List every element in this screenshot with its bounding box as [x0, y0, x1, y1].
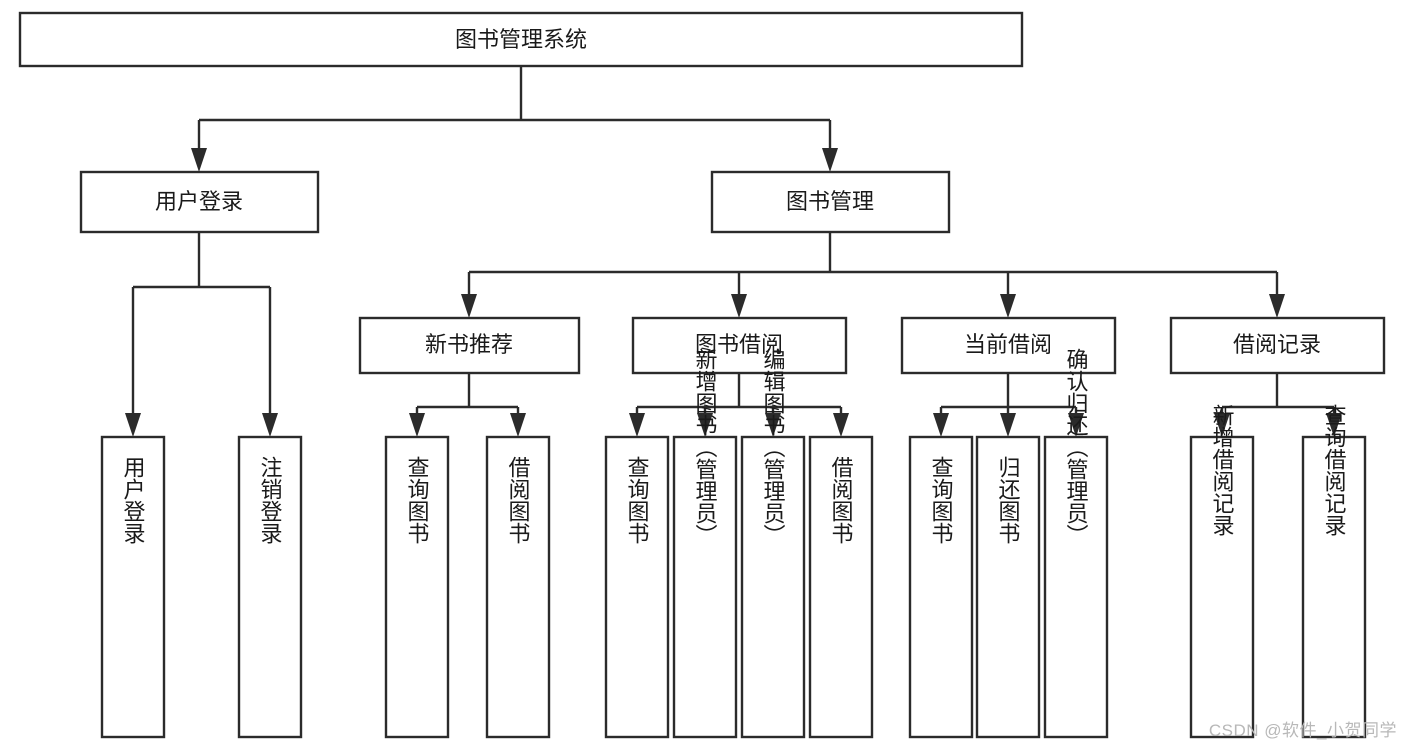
node-leaf-edit-book[interactable]: 编辑图书（管理员）	[740, 348, 806, 739]
arrow-bookmgmt-to-l2b	[731, 294, 747, 318]
arrow-userlogin-to-leaf1	[125, 413, 141, 437]
node-user-login[interactable]: 用户登录	[79, 170, 320, 234]
node-root-label: 图书管理系统	[455, 27, 587, 52]
node-root[interactable]: 图书管理系统	[18, 11, 1024, 68]
node-leaf-borrow-book-b-label: 借阅图书	[829, 456, 854, 544]
arrow-bookborrow-to-leaf1	[629, 413, 645, 437]
node-leaf-add-book-label: 新增图书（管理员）	[693, 348, 718, 546]
node-leaf-confirm-return[interactable]: 确认归还（管理员）	[1043, 348, 1109, 739]
arrow-bookborrow-to-leaf2	[697, 413, 713, 437]
node-leaf-return-book-label: 归还图书	[996, 456, 1021, 544]
arrow-root-to-user-login	[191, 148, 207, 172]
node-borrow-record[interactable]: 借阅记录	[1169, 316, 1386, 375]
node-new-book-recommend-label: 新书推荐	[425, 332, 513, 357]
arrow-bookmgmt-to-l2c	[1000, 294, 1016, 318]
csdn-watermark: CSDN @软件_小贺同学	[1208, 721, 1397, 740]
node-new-book-recommend[interactable]: 新书推荐	[358, 316, 581, 375]
node-current-borrow-label: 当前借阅	[964, 332, 1052, 357]
arrow-root-to-book-mgmt	[822, 148, 838, 172]
node-book-management-label: 图书管理	[786, 189, 874, 214]
node-leaf-query-record-label: 查询借阅记录	[1322, 404, 1347, 536]
node-leaf-query-book-a-label: 查询图书	[405, 456, 430, 544]
arrow-userlogin-to-leaf2	[262, 413, 278, 437]
node-leaf-query-book-c-label: 查询图书	[929, 456, 954, 544]
arrow-newbook-to-leaf1	[409, 413, 425, 437]
node-leaf-add-record-label: 新增借阅记录	[1210, 404, 1235, 536]
node-leaf-query-book-a[interactable]: 查询图书	[384, 435, 450, 739]
node-user-login-label: 用户登录	[155, 189, 243, 214]
node-leaf-borrow-book-a[interactable]: 借阅图书	[485, 435, 551, 739]
arrow-record-to-leaf1	[1214, 413, 1230, 437]
node-leaf-logout-label: 注销登录	[258, 456, 283, 544]
arrow-current-to-leaf3	[1068, 413, 1084, 437]
arrow-bookmgmt-to-l2a	[461, 294, 477, 318]
arrow-record-to-leaf2	[1326, 413, 1342, 437]
arrow-bookborrow-to-leaf3	[765, 413, 781, 437]
node-leaf-borrow-book-b[interactable]: 借阅图书	[808, 435, 874, 739]
arrow-current-to-leaf2	[1000, 413, 1016, 437]
node-leaf-add-record[interactable]: 新增借阅记录	[1189, 404, 1255, 739]
node-leaf-edit-book-label: 编辑图书（管理员）	[761, 348, 786, 546]
node-leaf-add-book[interactable]: 新增图书（管理员）	[672, 348, 738, 739]
node-leaf-logout[interactable]: 注销登录	[237, 435, 303, 739]
node-book-borrow[interactable]: 图书借阅	[631, 316, 848, 375]
node-borrow-record-label: 借阅记录	[1233, 332, 1321, 357]
arrow-newbook-to-leaf2	[510, 413, 526, 437]
node-current-borrow[interactable]: 当前借阅	[900, 316, 1117, 375]
arrow-current-to-leaf1	[933, 413, 949, 437]
arrow-bookmgmt-to-l2d	[1269, 294, 1285, 318]
node-leaf-borrow-book-a-label: 借阅图书	[506, 456, 531, 544]
node-leaf-query-book-c[interactable]: 查询图书	[908, 435, 974, 739]
arrow-bookborrow-to-leaf4	[833, 413, 849, 437]
node-leaf-confirm-return-label: 确认归还（管理员）	[1064, 348, 1089, 546]
node-leaf-user-login-label: 用户登录	[121, 456, 146, 544]
node-leaf-user-login[interactable]: 用户登录	[100, 435, 166, 739]
node-leaf-query-book-b[interactable]: 查询图书	[604, 435, 670, 739]
node-book-management[interactable]: 图书管理	[710, 170, 951, 234]
connector-layer	[125, 66, 1342, 437]
node-leaf-query-book-b-label: 查询图书	[625, 456, 650, 544]
node-leaf-query-record[interactable]: 查询借阅记录	[1301, 404, 1367, 739]
node-book-borrow-label: 图书借阅	[695, 332, 783, 357]
node-leaf-return-book[interactable]: 归还图书	[975, 435, 1041, 739]
